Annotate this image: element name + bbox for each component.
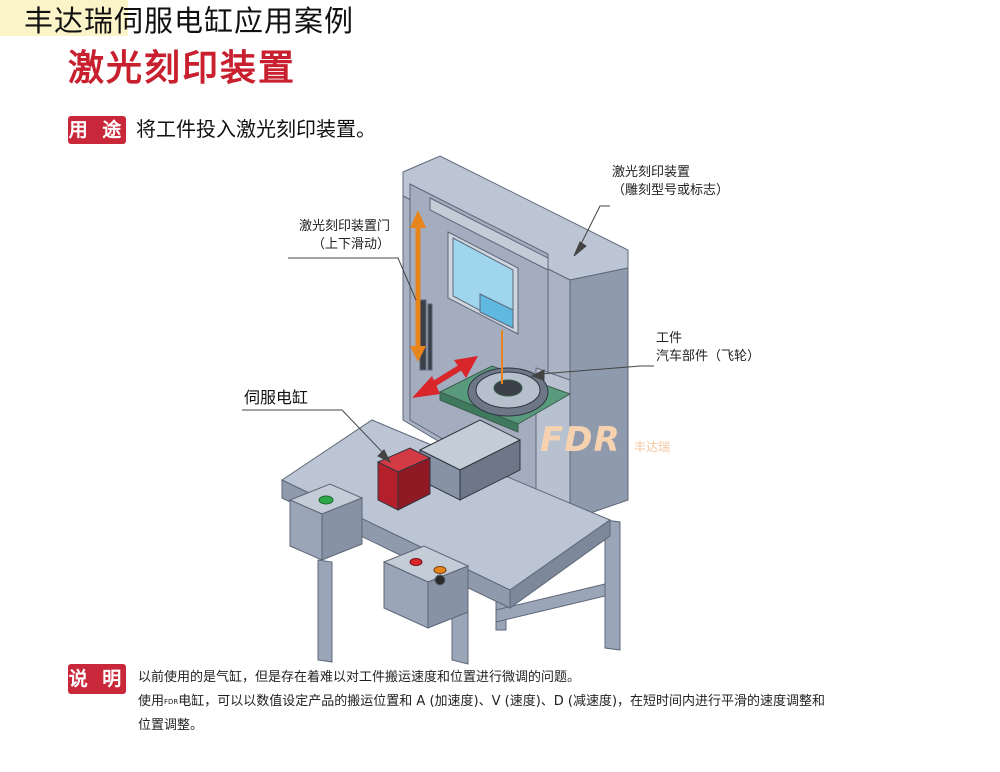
rotary-table bbox=[438, 330, 572, 433]
callout-leaders bbox=[242, 205, 654, 464]
brand-highlight bbox=[0, 0, 128, 36]
callout-workpiece: 工件 汽车部件（飞轮） bbox=[656, 330, 760, 366]
notes-badge: 说 明 bbox=[68, 664, 126, 694]
left-control-box bbox=[288, 483, 364, 561]
watermark-text: 丰达瑞 bbox=[634, 440, 671, 454]
brand-name: 丰达瑞 bbox=[24, 4, 115, 38]
callout-door-line2: （上下滑动） bbox=[311, 237, 390, 252]
callout-device-line1: 激光刻印装置 bbox=[612, 165, 691, 180]
callout-device: 激光刻印装置 （雕刻型号或标志） bbox=[612, 164, 729, 200]
page-header: 丰达瑞伺服电缸应用案例 bbox=[24, 2, 354, 40]
usage-badge: 用 途 bbox=[68, 116, 126, 144]
note-line-3: 位置调整。 bbox=[138, 718, 204, 733]
note-line-2: 使用FDR电缸，可以以数值设定产品的搬运位置和 A (加速度)、V (速度)、D… bbox=[138, 692, 825, 712]
watermark-logo: FDR bbox=[540, 420, 621, 460]
header-title: 伺服电缸应用案例 bbox=[114, 4, 355, 38]
cylinder-motion-arrow bbox=[412, 356, 478, 398]
callout-door-line1: 激光刻印装置门 bbox=[298, 219, 390, 234]
servo-cylinder bbox=[376, 419, 522, 511]
note-line-2-pre: 使用 bbox=[138, 694, 165, 709]
note-line-1: 以前使用的是气缸，但是存在着难以对工件搬运速度和位置进行微调的问题。 bbox=[138, 670, 581, 685]
callout-device-line2: （雕刻型号或标志） bbox=[612, 183, 730, 198]
callout-cylinder: 伺服电缸 bbox=[244, 388, 309, 407]
usage-text: 将工件投入激光刻印装置。 bbox=[136, 117, 376, 141]
callout-workpiece-line1: 工件 bbox=[656, 331, 683, 346]
front-control-box bbox=[382, 545, 470, 629]
page-title: 激光刻印装置 bbox=[68, 48, 297, 89]
note-line-2-post: 电缸，可以以数值设定产品的搬运位置和 A (加速度)、V (速度)、D (减速度… bbox=[178, 694, 826, 709]
callout-workpiece-line2: 汽车部件（飞轮） bbox=[656, 349, 761, 364]
fdr-mark: FDR bbox=[164, 698, 179, 706]
callout-door: 激光刻印装置门 （上下滑动） bbox=[288, 218, 390, 254]
door-motion-arrow bbox=[410, 210, 426, 362]
